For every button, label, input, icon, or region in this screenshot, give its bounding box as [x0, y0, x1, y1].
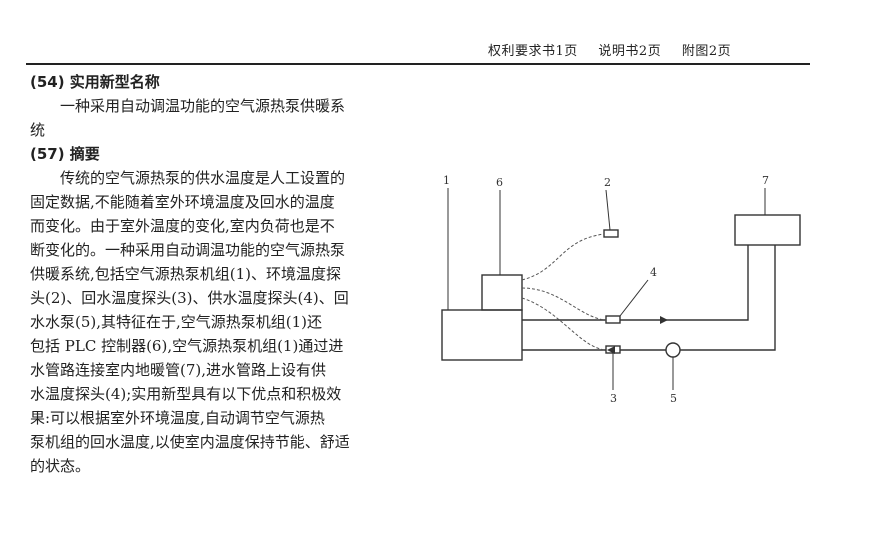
supply-temp-probe	[605, 315, 621, 324]
header-claims: 权利要求书1页	[488, 44, 578, 59]
utility-model-name-cont: 统	[30, 121, 46, 139]
heat-pump-unit	[441, 309, 523, 361]
label-4: 4	[650, 266, 657, 279]
abstract-line: 泵机组的回水温度,以使室内温度保持节能、舒适	[30, 433, 350, 451]
plc-controller	[481, 274, 523, 311]
supply-pipe	[522, 245, 749, 321]
abstract-line: 头(2)、回水温度探头(3)、供水温度探头(4)、回	[30, 289, 349, 307]
abstract-line: 而变化。由于室外温度的变化,室内负荷也是不	[30, 217, 335, 235]
abstract-line: 的状态。	[30, 457, 91, 475]
leader-2	[605, 189, 611, 231]
label-1: 1	[443, 174, 450, 187]
label-6: 6	[496, 176, 503, 189]
header-description: 说明书2页	[598, 44, 662, 59]
abstract-line: 供暖系统,包括空气源热泵机组(1)、环境温度探	[30, 265, 342, 283]
abstract-line: 果:可以根据室外环境温度,自动调节空气源热	[30, 409, 325, 427]
label-7: 7	[762, 174, 769, 187]
abstract-body: 传统的空气源热泵的供水温度是人工设置的 固定数据,不能随着室外环境温度及回水的温…	[30, 166, 415, 478]
header-drawings: 附图2页	[681, 44, 732, 59]
signal-wire-3	[521, 297, 607, 351]
return-pipe	[522, 245, 776, 351]
abstract-column: (54) 实用新型名称 一种采用自动调温功能的空气源热泵供暖系 统 (57) 摘…	[30, 70, 415, 478]
label-3: 3	[610, 392, 617, 405]
abstract-line: 水管路连接室内地暖管(7),进水管路上设有供	[30, 361, 327, 379]
abstract-line: 传统的空气源热泵的供水温度是人工设置的	[60, 169, 346, 187]
system-schematic: 1 6 2 4 3 5 7	[441, 174, 801, 405]
abstract-line: 水温度探头(4);实用新型具有以下优点和积极效	[30, 385, 342, 403]
leader-4	[619, 279, 649, 317]
abstract-line: 固定数据,不能随着室外环境温度及回水的温度	[30, 193, 335, 211]
abstract-line: 水水泵(5),其特征在于,空气源热泵机组(1)还	[30, 313, 323, 331]
floor-heating	[734, 214, 801, 246]
section-54-title: (54) 实用新型名称	[30, 73, 160, 91]
signal-wire-4	[521, 287, 607, 321]
flow-arrow-supply	[660, 316, 668, 324]
ambient-probe	[603, 229, 619, 238]
signal-wire-2	[521, 233, 605, 281]
flow-arrow-return	[607, 346, 615, 354]
return-pump	[665, 342, 681, 358]
label-5: 5	[670, 392, 677, 405]
page-header: 权利要求书1页 说明书2页 附图2页	[488, 40, 747, 59]
name-line-1: 一种采用自动调温功能的空气源热泵供暖系	[60, 97, 346, 115]
abstract-line: 包括 PLC 控制器(6),空气源热泵机组(1)通过进	[30, 337, 344, 355]
header-rule	[26, 63, 810, 65]
utility-model-name: 一种采用自动调温功能的空气源热泵供暖系	[30, 94, 415, 118]
section-57-title: (57) 摘要	[30, 145, 100, 163]
label-2: 2	[604, 176, 611, 189]
abstract-line: 断变化的。一种采用自动调温功能的空气源热泵	[30, 241, 346, 259]
